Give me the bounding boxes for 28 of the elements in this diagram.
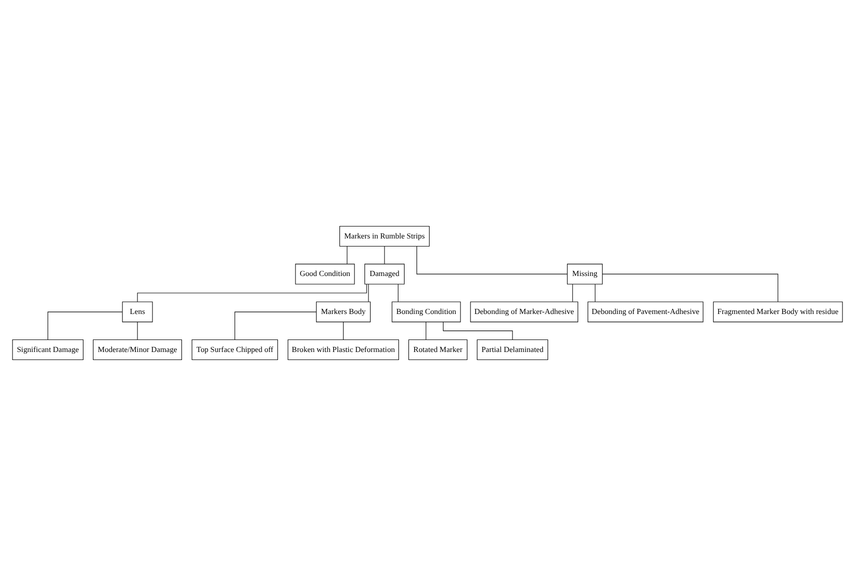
node-box: Top Surface Chipped off: [191, 338, 278, 360]
node-box: Bonding Condition: [391, 301, 460, 322]
connector: [342, 321, 344, 340]
node-box: Debonding of Pavement-Adhesive: [587, 301, 703, 322]
connector: [47, 311, 122, 340]
node-box: Missing: [566, 263, 602, 284]
connector: [425, 321, 426, 340]
connector: [234, 311, 316, 340]
connector: [136, 283, 366, 302]
node-box: Damaged: [364, 263, 404, 284]
node-box: Markers in Rumble Strips: [338, 225, 430, 246]
connector: [602, 273, 778, 302]
connector: [594, 283, 595, 302]
connector: [397, 283, 398, 302]
node-box: Significant Damage: [12, 338, 83, 360]
node-box: Lens: [122, 301, 152, 322]
node-box: Broken with Plastic Deformation: [287, 338, 398, 360]
node-box: Rotated Marker: [408, 338, 467, 360]
node-box: Markers Body: [316, 301, 370, 322]
connector: [442, 321, 512, 340]
node-box: Good Condition: [294, 263, 354, 284]
connector: [136, 321, 138, 340]
node-box: Fragmented Marker Body with residue: [712, 301, 842, 322]
connector: [346, 246, 347, 264]
node-box: Moderate/Minor Damage: [92, 338, 182, 360]
node-box: Debonding of Marker-Adhesive: [470, 301, 578, 322]
connector: [416, 246, 567, 274]
node-box: Partial Delaminated: [476, 338, 548, 360]
